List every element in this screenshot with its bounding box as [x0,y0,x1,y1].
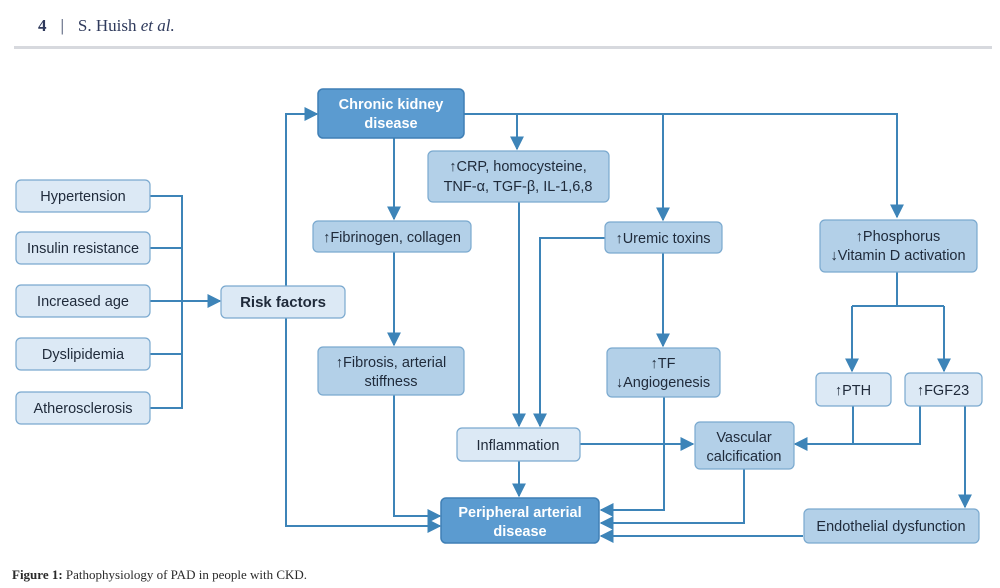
node-crp: ↑CRP, homocysteine, TNF-α, TGF-β, IL-1,6… [427,150,610,203]
vascular-to-pad-arrow [599,469,745,530]
fibrinogen-label: ↑Fibrinogen, collagen [323,230,461,246]
crp-label-line2: TNF-α, TGF-β, IL-1,6,8 [444,179,593,195]
node-uremic-toxins: ↑Uremic toxins [604,221,723,254]
header-rule [14,46,992,49]
risk-factors-label: Risk factors [240,294,326,311]
node-pth: ↑PTH [815,372,892,407]
connectors [150,107,972,543]
node-fgf23: ↑FGF23 [904,372,983,407]
fibrosis-label-line2: stiffness [365,374,418,390]
header-author: S. Huish [77,16,137,35]
hypertension-label: Hypertension [40,189,125,205]
ckd-label-line1: Chronic kidney [339,97,444,113]
caption-text: Pathophysiology of PAD in people with CK… [62,567,308,582]
node-hypertension: Hypertension [15,179,151,213]
tf-label-line2: ↓Angiogenesis [616,375,710,391]
age-label: Increased age [37,294,129,310]
tf-to-pad-arrow [599,397,665,517]
node-increased-age: Increased age [15,284,151,318]
node-pad: Peripheral arterial disease [440,497,600,544]
header-separator: | [60,16,64,35]
running-header: 4 | S. Huish et al. [38,14,175,38]
fibrosis-label-line1: ↑Fibrosis, arterial [336,355,446,371]
node-fibrosis: ↑Fibrosis, arterial stiffness [317,346,465,396]
crp-label-line1: ↑CRP, homocysteine, [449,159,587,175]
vascular-label-line2: calcification [707,449,782,465]
pth-to-vascular-arrow [793,406,854,451]
endothelial-label: Endothelial dysfunction [816,519,965,535]
ckd-label-line2: disease [364,116,417,132]
node-endothelial-dysfunction: Endothelial dysfunction [803,508,980,544]
page-number: 4 [38,16,47,35]
insulin-label: Insulin resistance [27,241,139,257]
caption-label: Figure 1: [12,567,63,582]
phosphorus-label-line2: ↓Vitamin D activation [830,248,965,264]
pad-label-line1: Peripheral arterial [458,505,581,521]
vascular-label-line1: Vascular [716,430,772,446]
header-et-al: et al. [140,16,175,35]
node-atherosclerosis: Atherosclerosis [15,391,151,425]
pth-label: ↑PTH [835,383,871,399]
tf-label-line1: ↑TF [651,356,676,372]
node-insulin-resistance: Insulin resistance [15,231,151,265]
node-tf: ↑TF ↓Angiogenesis [606,347,721,398]
fibrosis-to-pad-arrow [393,395,442,523]
risk-to-ckd-arrow [285,107,319,286]
node-risk-factors: Risk factors [220,285,346,319]
uremic-label: ↑Uremic toxins [615,231,710,247]
inflammation-label: Inflammation [476,438,559,454]
node-vascular-calcification: Vascular calcification [694,421,795,470]
dyslipidemia-label: Dyslipidemia [42,347,125,363]
ckd-to-phosphorus-arrow [464,113,904,219]
node-inflammation: Inflammation [456,427,581,462]
node-dyslipidemia: Dyslipidemia [15,337,151,371]
fgf23-label: ↑FGF23 [917,383,969,399]
uremic-to-inflammation-arrow [533,237,605,428]
node-phosphorus: ↑Phosphorus ↓Vitamin D activation [819,219,978,273]
figure-caption: Figure 1: Pathophysiology of PAD in peop… [12,567,307,583]
fgf23-to-vascular-line [853,406,921,445]
risk-to-pad-arrow [285,316,442,533]
node-ckd: Chronic kidney disease [317,88,465,139]
atherosclerosis-label: Atherosclerosis [33,401,132,417]
pad-label-line2: disease [493,524,546,540]
node-fibrinogen: ↑Fibrinogen, collagen [312,220,472,253]
phosphorus-label-line1: ↑Phosphorus [856,229,941,245]
